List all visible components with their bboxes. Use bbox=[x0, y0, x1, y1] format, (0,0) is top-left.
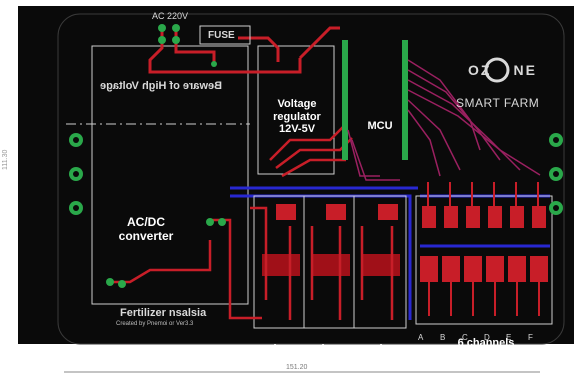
logo-subtitle: SMART FARM bbox=[456, 96, 540, 110]
vr-line-1: Voltage bbox=[277, 98, 317, 110]
fuse-outline bbox=[199, 25, 251, 45]
warning-text: Beware of High Voltage bbox=[100, 80, 222, 92]
pump-line-1: 6 channels bbox=[457, 337, 515, 349]
relay-label-3: Relay bbox=[363, 342, 397, 356]
logo-ring-icon bbox=[484, 57, 510, 83]
connector-letter-d: D bbox=[484, 333, 490, 342]
logo-text-right: NE bbox=[513, 62, 537, 78]
pump-traces bbox=[427, 182, 540, 316]
mounting-pads-left bbox=[69, 133, 83, 215]
dimension-bottom: 151.20 bbox=[286, 364, 308, 371]
acdc-line-2: converter bbox=[118, 228, 174, 243]
relay-label-1: Relay bbox=[257, 342, 291, 356]
mcu-traces bbox=[347, 59, 541, 181]
acdc-line-1: AC/DC bbox=[127, 215, 165, 229]
mounting-pads-right bbox=[549, 133, 563, 215]
connector-letter-f: F bbox=[528, 333, 533, 342]
ac-label: AC 220V bbox=[152, 11, 189, 21]
relay-label-2: Relay bbox=[305, 342, 339, 356]
voltage-regulator-label: Voltage regulator 12V-5V bbox=[262, 98, 332, 136]
connector-letter-c: C bbox=[462, 333, 468, 342]
vr-line-3: 12V-5V bbox=[278, 123, 316, 136]
connector-letter-b: B bbox=[440, 333, 446, 342]
connector-letter-e: E bbox=[506, 333, 512, 342]
acdc-label: AC/DC converter bbox=[108, 215, 184, 244]
credit-text: Created by Pnemoi or Ver3.3 bbox=[116, 321, 194, 327]
connector-letter-a: A bbox=[418, 333, 424, 342]
pcb-outline bbox=[57, 13, 565, 345]
pump-label: 6 channels Pump Control bbox=[446, 337, 526, 375]
pump-line-2: Pump bbox=[470, 349, 502, 362]
dimension-left: 111.30 bbox=[2, 150, 9, 170]
dimension-left-value: 111.30 bbox=[2, 149, 9, 170]
voltage-regulator-outline bbox=[257, 45, 335, 175]
logo-text: OZ NE bbox=[468, 62, 537, 78]
fuse-label: FUSE bbox=[208, 30, 235, 41]
vr-line-2: regulator bbox=[273, 110, 321, 123]
pump-line-3: Control bbox=[466, 362, 506, 375]
mcu-label: MCU bbox=[367, 120, 393, 132]
board-title: Fertilizer nsalsia bbox=[120, 307, 207, 319]
acdc-converter-outline bbox=[91, 45, 249, 305]
ac-pads bbox=[158, 24, 217, 67]
warning-text-mirrored: Beware of High Voltage bbox=[100, 80, 223, 92]
logo-text-left: OZ bbox=[468, 62, 492, 78]
pcb-substrate bbox=[18, 6, 574, 344]
node-label: Fertilizer controller node bbox=[54, 346, 183, 358]
pump-control-section bbox=[415, 195, 553, 325]
acdc-pads bbox=[106, 218, 226, 288]
mcu-header bbox=[342, 40, 408, 160]
